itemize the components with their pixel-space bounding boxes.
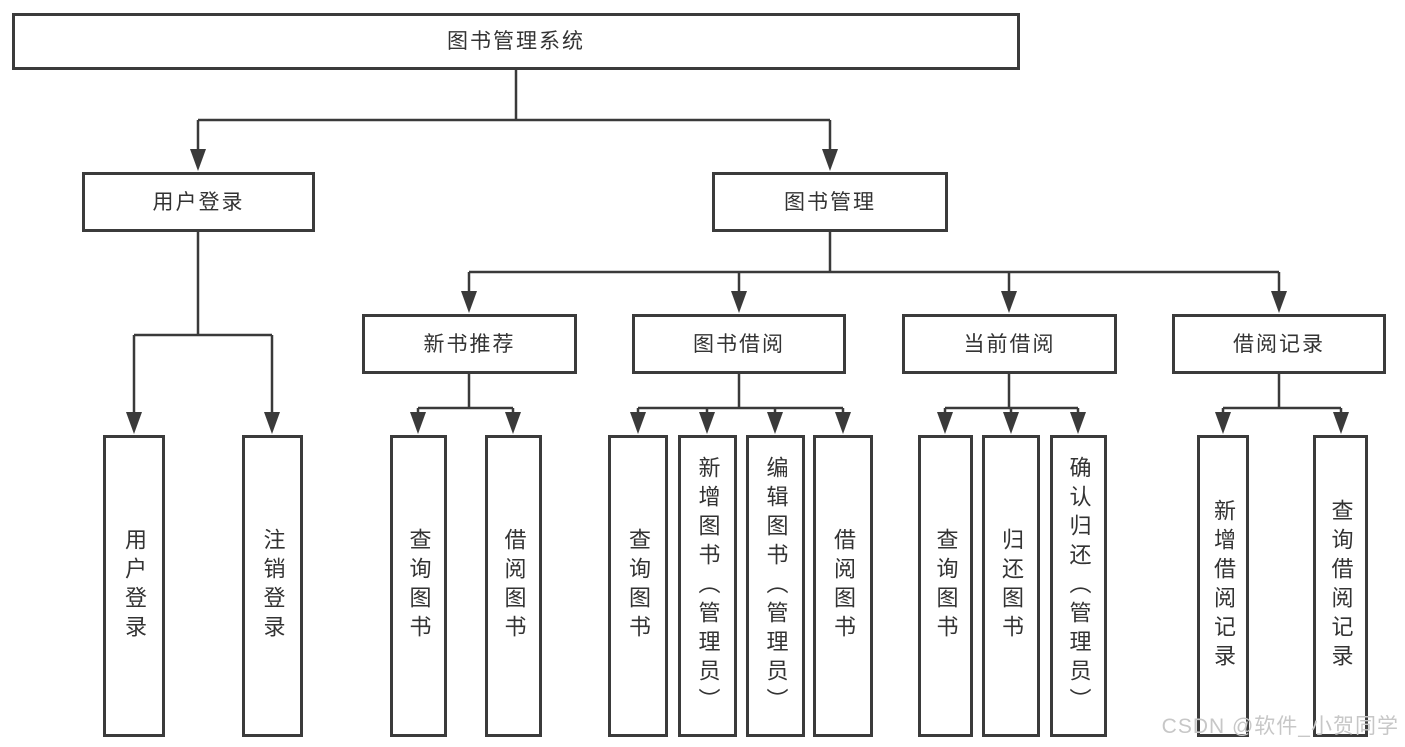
leaf-confirm-return-admin-label: 确认归还（管理员）: [1066, 455, 1092, 717]
node-borrow-records-label: 借阅记录: [1233, 332, 1325, 356]
leaf-logout: 注销登录: [242, 435, 303, 737]
leaf-return-books-label: 归还图书: [999, 528, 1024, 644]
leaf-current-query-books: 查询图书: [918, 435, 973, 737]
leaf-confirm-return-admin: 确认归还（管理员）: [1050, 435, 1107, 737]
leaf-edit-books-admin: 编辑图书（管理员）: [746, 435, 805, 737]
leaf-recommend-borrow-books: 借阅图书: [485, 435, 542, 737]
node-current-borrow: 当前借阅: [902, 314, 1117, 374]
leaf-add-books-admin-label: 新增图书（管理员）: [695, 455, 721, 717]
leaf-recommend-query-books: 查询图书: [390, 435, 447, 737]
node-book-management: 图书管理: [712, 172, 948, 232]
leaf-add-borrow-record: 新增借阅记录: [1197, 435, 1249, 737]
node-current-borrow-label: 当前借阅: [963, 332, 1056, 356]
csdn-watermark: CSDN @软件_小贺同学: [1161, 715, 1399, 738]
leaf-query-borrow-record-label: 查询借阅记录: [1328, 499, 1354, 673]
node-root: 图书管理系统: [12, 13, 1020, 70]
leaf-add-borrow-record-label: 新增借阅记录: [1211, 499, 1236, 673]
node-new-book-recommend-label: 新书推荐: [423, 332, 516, 356]
leaf-user-login-label: 用户登录: [122, 528, 147, 644]
node-user-login: 用户登录: [82, 172, 315, 232]
leaf-borrow-books-label: 借阅图书: [831, 528, 856, 644]
leaf-borrow-books: 借阅图书: [813, 435, 873, 737]
leaf-return-books: 归还图书: [982, 435, 1040, 737]
node-root-label: 图书管理系统: [447, 30, 585, 53]
node-borrow-records: 借阅记录: [1172, 314, 1386, 374]
leaf-edit-books-admin-label: 编辑图书（管理员）: [763, 455, 789, 717]
arrowhead-icons: [126, 149, 1349, 434]
node-new-book-recommend: 新书推荐: [362, 314, 577, 374]
node-user-login-label: 用户登录: [152, 190, 245, 214]
leaf-user-login: 用户登录: [103, 435, 165, 737]
node-book-borrow-label: 图书借阅: [693, 332, 785, 356]
leaf-query-borrow-record: 查询借阅记录: [1313, 435, 1368, 737]
leaf-current-query-books-label: 查询图书: [933, 528, 959, 644]
leaf-borrow-query-books: 查询图书: [608, 435, 668, 737]
leaf-recommend-query-books-label: 查询图书: [406, 528, 432, 644]
leaf-recommend-borrow-books-label: 借阅图书: [501, 528, 527, 644]
node-book-management-label: 图书管理: [784, 190, 876, 214]
node-book-borrow: 图书借阅: [632, 314, 846, 374]
leaf-logout-label: 注销登录: [260, 528, 286, 644]
leaf-add-books-admin: 新增图书（管理员）: [678, 435, 737, 737]
leaf-borrow-query-books-label: 查询图书: [626, 528, 651, 644]
